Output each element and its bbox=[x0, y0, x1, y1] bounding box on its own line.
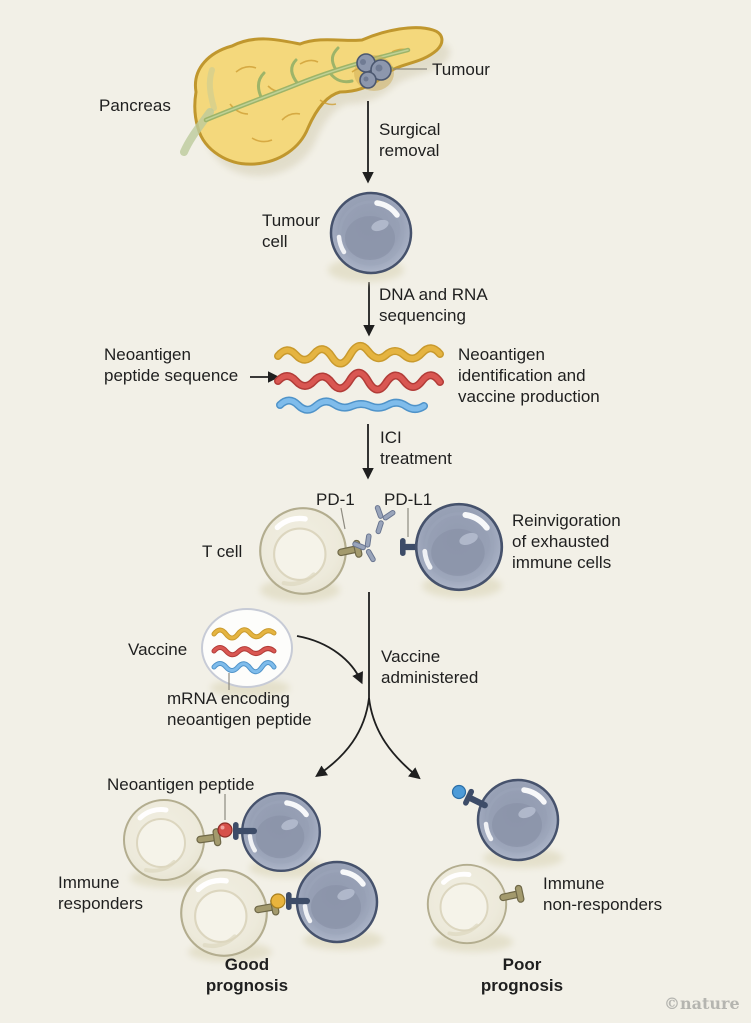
tumour-cell-icon bbox=[328, 193, 411, 282]
vaccine-icon bbox=[201, 608, 293, 697]
responder-t-cell-icon bbox=[181, 870, 267, 956]
reinvigoration-label: Reinvigoration of exhausted immune cells bbox=[512, 511, 621, 573]
peptide-shine bbox=[220, 825, 225, 830]
non-responder-t-cell-icon bbox=[428, 865, 506, 943]
exhausted-tumour-cell-icon bbox=[416, 504, 502, 590]
immune-responders-group bbox=[124, 793, 383, 962]
responder-t-cell-icon bbox=[124, 800, 204, 880]
non-responder-tumour-cell-icon bbox=[478, 780, 558, 860]
pancreas-illustration bbox=[180, 26, 450, 177]
pd1-label-line bbox=[340, 507, 346, 530]
vaccine-administered-label: Vaccine administered bbox=[381, 647, 479, 688]
neoantigen-peptide-yellow-icon bbox=[270, 893, 286, 909]
pdl1-label: PD-L1 bbox=[384, 490, 433, 509]
mrna-encoding-label: mRNA encoding neoantigen peptide bbox=[167, 689, 312, 730]
tumour-label: Tumour bbox=[432, 60, 490, 79]
neoantigen-peptide-red-icon bbox=[217, 822, 233, 838]
pd1-label: PD-1 bbox=[316, 490, 355, 509]
immune-responders-label: Immune responders bbox=[58, 873, 144, 914]
nature-watermark: ©nature bbox=[664, 994, 740, 1013]
flow-arrows bbox=[250, 101, 421, 780]
immune-non-responders-group bbox=[428, 780, 563, 952]
ici-reinvigoration-group bbox=[260, 504, 502, 602]
arrow-vaccine-administered bbox=[296, 635, 363, 685]
arrow-branch-responders bbox=[315, 697, 370, 777]
neoantigen-peptide-sequence-label: Neoantigen peptide sequence bbox=[104, 345, 239, 386]
good-prognosis-label: Good prognosis bbox=[205, 955, 289, 996]
neoantigen-peptide-blue-icon bbox=[451, 784, 467, 800]
t-cell-label: T cell bbox=[202, 542, 243, 561]
neoantigen-identification-label: Neoantigen identification and vaccine pr… bbox=[458, 345, 600, 407]
immune-non-responders-label: Immune non-responders bbox=[543, 874, 663, 915]
surgical-removal-label: Surgical removal bbox=[379, 120, 441, 161]
t-cell-icon bbox=[260, 508, 346, 594]
tumour-cell-label: Tumour cell bbox=[262, 211, 320, 252]
neoantigen-strands-icon bbox=[274, 341, 444, 414]
neoantigen-peptide-label: Neoantigen peptide bbox=[107, 775, 255, 794]
pancreas-label: Pancreas bbox=[99, 96, 171, 115]
vaccine-label: Vaccine bbox=[128, 640, 188, 659]
poor-prognosis-label: Poor prognosis bbox=[480, 955, 564, 996]
tumour-cluster-icon bbox=[354, 53, 394, 91]
arrow-branch-non-responders bbox=[368, 697, 421, 780]
dna-rna-sequencing-label: DNA and RNA sequencing bbox=[379, 285, 488, 326]
ici-treatment-label: ICI treatment bbox=[380, 428, 452, 469]
